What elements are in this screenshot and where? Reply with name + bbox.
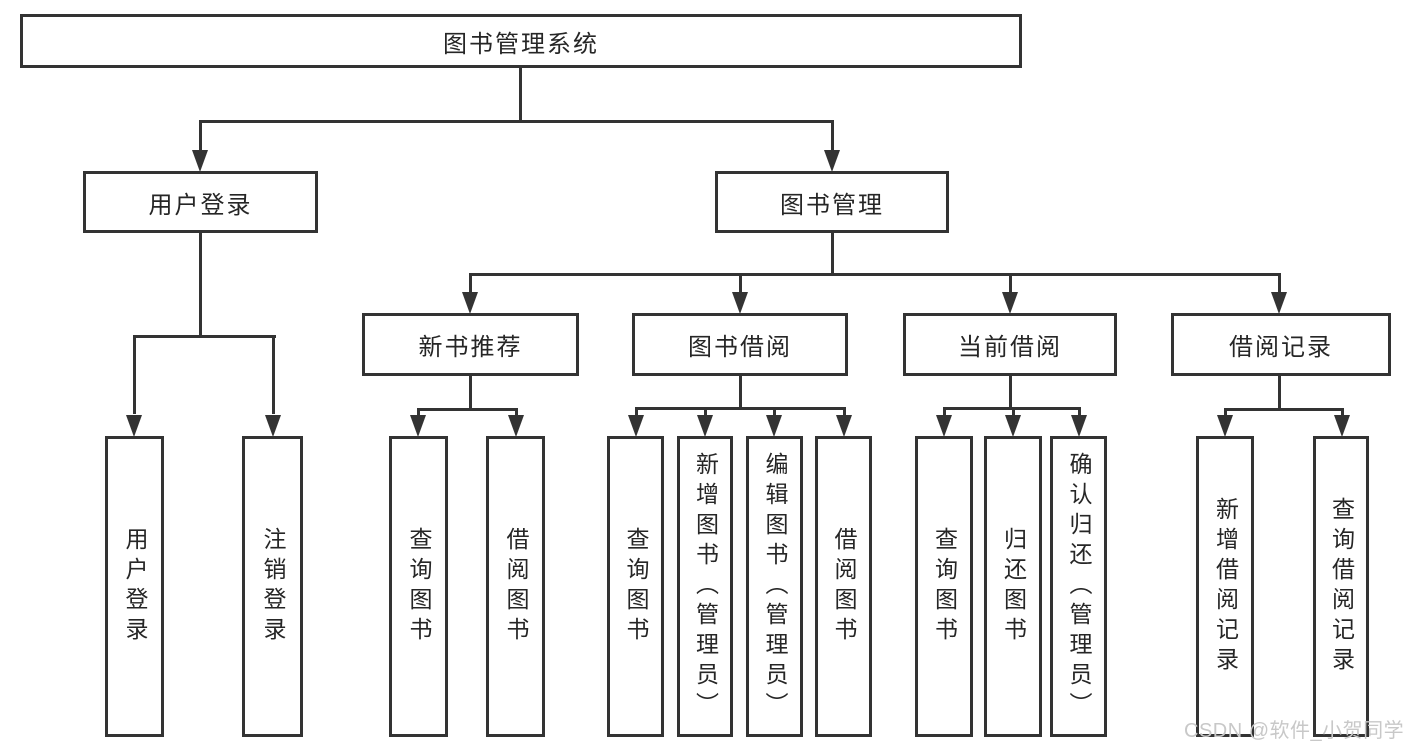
connector-line bbox=[738, 376, 742, 407]
watermark: CSDN @软件_小贺同学 bbox=[1184, 720, 1405, 742]
node-label: 图书管理系统 bbox=[443, 30, 599, 58]
node-label: 用户登录 bbox=[122, 526, 148, 647]
leaf-borrow-query-books: 查询图书 bbox=[607, 436, 664, 737]
leaf-borrow-borrow-books: 借阅图书 bbox=[815, 436, 872, 737]
leaf-records-add-record: 新增借阅记录 bbox=[1196, 436, 1254, 737]
arrow-down-icon bbox=[824, 150, 840, 172]
arrow-down-icon bbox=[192, 150, 208, 172]
node-label: 归还图书 bbox=[1000, 526, 1027, 647]
connector-line bbox=[830, 233, 834, 273]
node-label: 图书借阅 bbox=[688, 334, 792, 361]
connector-line bbox=[1340, 411, 1344, 416]
node-label: 编辑图书（管理员） bbox=[762, 451, 788, 722]
connector-line bbox=[198, 233, 202, 335]
arrow-down-icon bbox=[462, 292, 478, 314]
arrow-down-icon bbox=[766, 415, 782, 437]
connector-line bbox=[468, 273, 1281, 276]
connector-line bbox=[1008, 376, 1012, 407]
node-label: 确认归还（管理员） bbox=[1066, 451, 1092, 722]
arrow-down-icon bbox=[1271, 292, 1287, 314]
leaf-current-return-books: 归还图书 bbox=[984, 436, 1042, 737]
connector-line bbox=[132, 338, 136, 414]
leaf-current-confirm-return-admin: 确认归还（管理员） bbox=[1050, 436, 1107, 737]
connector-line bbox=[518, 68, 522, 120]
node-label: 查询借阅记录 bbox=[1328, 496, 1355, 677]
connector-line bbox=[1223, 411, 1227, 416]
arrow-down-icon bbox=[1002, 292, 1018, 314]
connector-line bbox=[738, 276, 742, 292]
node-label: 新书推荐 bbox=[418, 334, 523, 361]
arrow-down-icon bbox=[1005, 415, 1021, 437]
connector-line bbox=[1008, 276, 1012, 292]
connector-line bbox=[703, 410, 707, 416]
node-new-book-recommendation: 新书推荐 bbox=[362, 313, 579, 376]
arrow-down-icon bbox=[410, 415, 426, 437]
arrow-down-icon bbox=[265, 415, 281, 437]
node-label: 借阅记录 bbox=[1229, 334, 1333, 361]
node-user-login: 用户登录 bbox=[83, 171, 318, 233]
node-label: 新增借阅记录 bbox=[1212, 496, 1239, 677]
node-label: 图书管理 bbox=[780, 191, 884, 219]
arrow-down-icon bbox=[508, 415, 524, 437]
connector-line bbox=[772, 410, 776, 416]
connector-line bbox=[1077, 410, 1081, 416]
connector-line bbox=[942, 410, 946, 416]
connector-line bbox=[468, 376, 472, 408]
arrow-down-icon bbox=[836, 415, 852, 437]
node-label: 注销登录 bbox=[260, 526, 286, 647]
leaf-recommend-borrow-books: 借阅图书 bbox=[486, 436, 545, 737]
connector-line bbox=[468, 276, 472, 292]
connector-line bbox=[1277, 276, 1281, 292]
leaf-current-query-books: 查询图书 bbox=[915, 436, 973, 737]
node-label: 查询图书 bbox=[406, 526, 432, 647]
arrow-down-icon bbox=[697, 415, 713, 437]
connector-line bbox=[271, 338, 275, 414]
node-label: 用户登录 bbox=[148, 191, 253, 219]
arrow-down-icon bbox=[732, 292, 748, 314]
arrow-down-icon bbox=[936, 415, 952, 437]
connector-line bbox=[198, 123, 202, 151]
connector-line bbox=[416, 411, 420, 416]
connector-line bbox=[842, 410, 846, 416]
leaf-borrow-edit-books-admin: 编辑图书（管理员） bbox=[746, 436, 803, 737]
node-label: 新增图书（管理员） bbox=[692, 451, 719, 722]
arrow-down-icon bbox=[126, 415, 142, 437]
node-borrowing-records: 借阅记录 bbox=[1171, 313, 1391, 376]
connector-line bbox=[198, 120, 834, 123]
leaf-recommend-query-books: 查询图书 bbox=[389, 436, 448, 737]
node-book-borrowing: 图书借阅 bbox=[632, 313, 848, 376]
leaf-records-query-record: 查询借阅记录 bbox=[1313, 436, 1369, 737]
connector-line bbox=[514, 411, 518, 416]
node-label: 查询图书 bbox=[623, 526, 649, 647]
connector-line bbox=[132, 335, 276, 338]
arrow-down-icon bbox=[628, 415, 644, 437]
node-label: 借阅图书 bbox=[503, 526, 529, 647]
node-label: 查询图书 bbox=[931, 526, 958, 647]
node-library-management-system: 图书管理系统 bbox=[20, 14, 1022, 68]
leaf-logout: 注销登录 bbox=[242, 436, 303, 737]
leaf-borrow-add-books-admin: 新增图书（管理员） bbox=[677, 436, 733, 737]
connector-line bbox=[634, 407, 846, 410]
connector-line bbox=[942, 407, 1081, 410]
node-label: 当前借阅 bbox=[958, 334, 1062, 361]
node-book-management: 图书管理 bbox=[715, 171, 949, 233]
connector-line bbox=[634, 410, 638, 416]
connector-line bbox=[1011, 410, 1015, 416]
leaf-user-login: 用户登录 bbox=[105, 436, 164, 737]
node-label: 借阅图书 bbox=[831, 526, 857, 647]
arrow-down-icon bbox=[1217, 415, 1233, 437]
node-current-borrowing: 当前借阅 bbox=[903, 313, 1117, 376]
connector-line bbox=[1223, 408, 1344, 411]
connector-line bbox=[416, 408, 518, 411]
arrow-down-icon bbox=[1334, 415, 1350, 437]
connector-line bbox=[1277, 376, 1281, 408]
connector-line bbox=[830, 123, 834, 151]
arrow-down-icon bbox=[1071, 415, 1087, 437]
